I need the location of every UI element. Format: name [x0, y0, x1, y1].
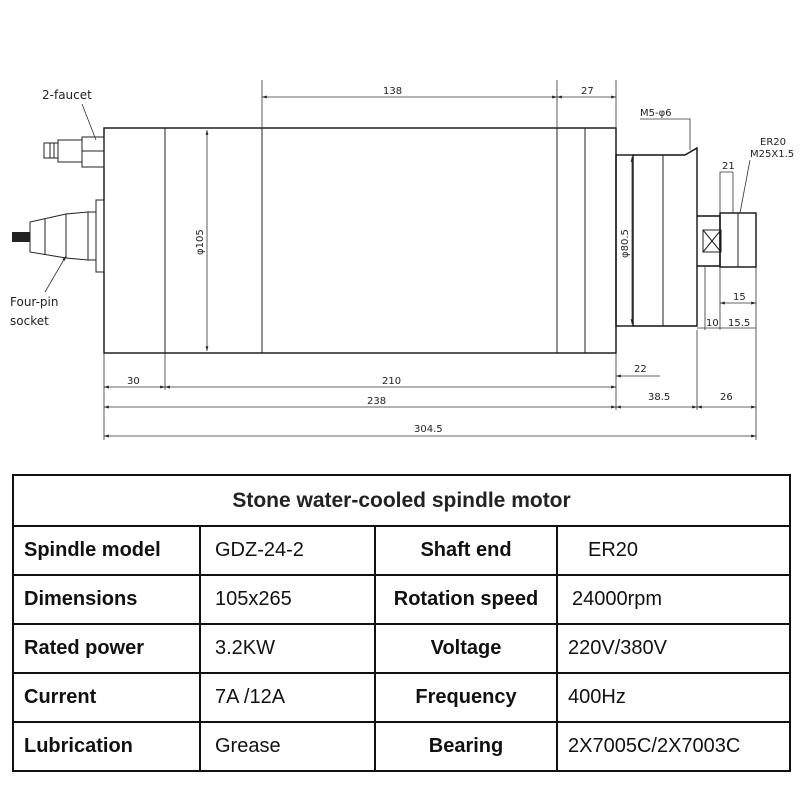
- spec-value: 24000rpm: [556, 574, 791, 625]
- spec-value: Grease: [199, 721, 376, 772]
- spec-key: Rotation speed: [374, 574, 558, 625]
- collet-type-label: ER20: [760, 137, 786, 148]
- spec-key: Rated power: [12, 623, 201, 674]
- dim-27: 27: [581, 86, 594, 97]
- spec-key: Frequency: [374, 672, 558, 723]
- spec-row: Dimensions 105x265 Rotation speed 24000r…: [12, 574, 791, 625]
- spec-value: 400Hz: [556, 672, 791, 723]
- spec-title-row: Stone water-cooled spindle motor: [12, 474, 791, 527]
- spindle-drawing: 2-faucet Four-pin socket M5-φ6 ER20 M25X…: [10, 80, 794, 440]
- dim-21: 21: [722, 161, 735, 172]
- socket-label-line2: socket: [10, 314, 49, 328]
- dim-phi80-5: φ80.5: [620, 229, 631, 258]
- spec-key: Lubrication: [12, 721, 201, 772]
- spec-row: Lubrication Grease Bearing 2X7005C/2X700…: [12, 721, 791, 772]
- dim-15: 15: [733, 292, 746, 303]
- spec-row: Rated power 3.2KW Voltage 220V/380V: [12, 623, 791, 674]
- spec-value: 7A /12A: [199, 672, 376, 723]
- dim-22: 22: [634, 364, 647, 375]
- collet-thread-label: M25X1.5: [750, 149, 794, 160]
- spec-title: Stone water-cooled spindle motor: [12, 474, 791, 527]
- spec-key: Spindle model: [12, 525, 201, 576]
- spec-value: 105x265: [199, 574, 376, 625]
- dim-38-5: 38.5: [648, 392, 670, 403]
- dim-15-5: 15.5: [728, 318, 750, 329]
- spec-key: Voltage: [374, 623, 558, 674]
- spec-value: 2X7005C/2X7003C: [556, 721, 791, 772]
- dim-238: 238: [367, 396, 386, 407]
- spec-value: 220V/380V: [556, 623, 791, 674]
- dim-30: 30: [127, 376, 140, 387]
- spec-row: Current 7A /12A Frequency 400Hz: [12, 672, 791, 723]
- spec-key: Current: [12, 672, 201, 723]
- motor-body: [103, 127, 617, 354]
- spec-key: Bearing: [374, 721, 558, 772]
- spec-table: Stone water-cooled spindle motor Spindle…: [12, 474, 791, 772]
- dim-138: 138: [383, 86, 402, 97]
- thread-hole-label: M5-φ6: [640, 108, 672, 119]
- dim-10: 10: [706, 318, 719, 329]
- faucet-label: 2-faucet: [42, 88, 92, 102]
- dim-26: 26: [720, 392, 733, 403]
- four-pin-socket: [12, 199, 105, 273]
- spec-key: Dimensions: [12, 574, 201, 625]
- spec-value: GDZ-24-2: [199, 525, 376, 576]
- faucet-connector: [43, 136, 105, 168]
- dim-210: 210: [382, 376, 401, 387]
- spec-value: 3.2KW: [199, 623, 376, 674]
- spec-value: ER20: [556, 525, 791, 576]
- spec-row: Spindle model GDZ-24-2 Shaft end ER20: [12, 525, 791, 576]
- spec-key: Shaft end: [374, 525, 558, 576]
- dim-phi105: φ105: [195, 229, 206, 255]
- socket-label-line1: Four-pin: [10, 295, 58, 309]
- dim-304-5: 304.5: [414, 424, 443, 435]
